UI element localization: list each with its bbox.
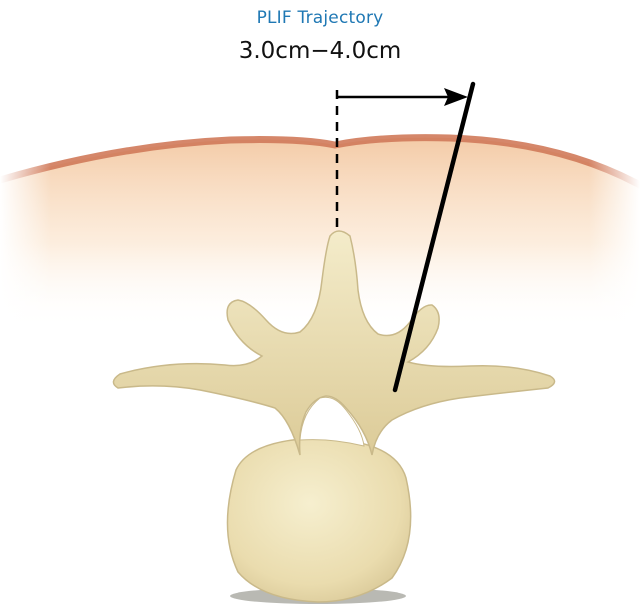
vertebral-body (227, 438, 410, 602)
